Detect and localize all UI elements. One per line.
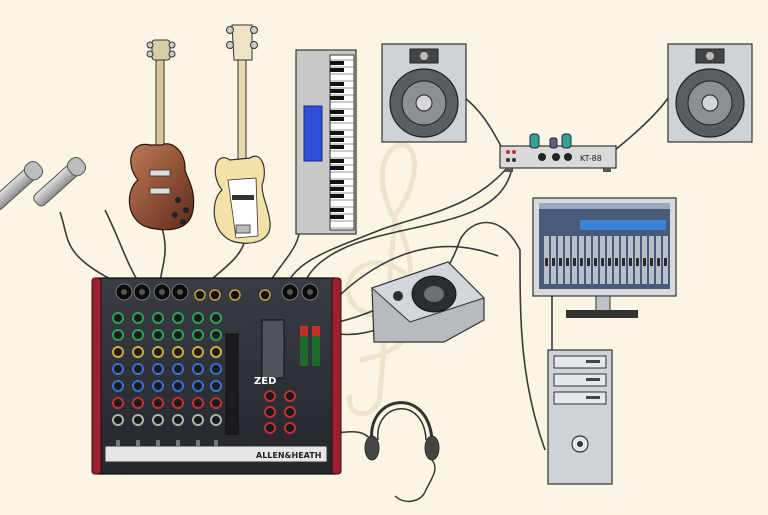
mixer-model: ZED	[254, 376, 276, 387]
speaker-icon	[381, 43, 467, 143]
speaker-icon	[667, 43, 753, 143]
mixer-brand: ALLEN&HEATH	[256, 451, 321, 460]
speaker-icon	[371, 261, 485, 343]
computer-tower-icon	[547, 349, 613, 485]
guitar-icon	[128, 39, 195, 231]
microphone-icon	[0, 161, 44, 211]
treble-clef-icon	[345, 142, 424, 417]
monitor-icon	[532, 197, 677, 318]
keyboard-icon	[295, 49, 357, 235]
amplifier-icon: KT-88	[499, 133, 617, 172]
mixer-icon: ZED ALLEN&HEATH	[91, 277, 342, 475]
bass-guitar-icon	[213, 24, 271, 244]
microphone-icon	[33, 157, 87, 207]
headphones-icon	[364, 401, 440, 503]
amplifier-label: KT-88	[580, 154, 602, 163]
